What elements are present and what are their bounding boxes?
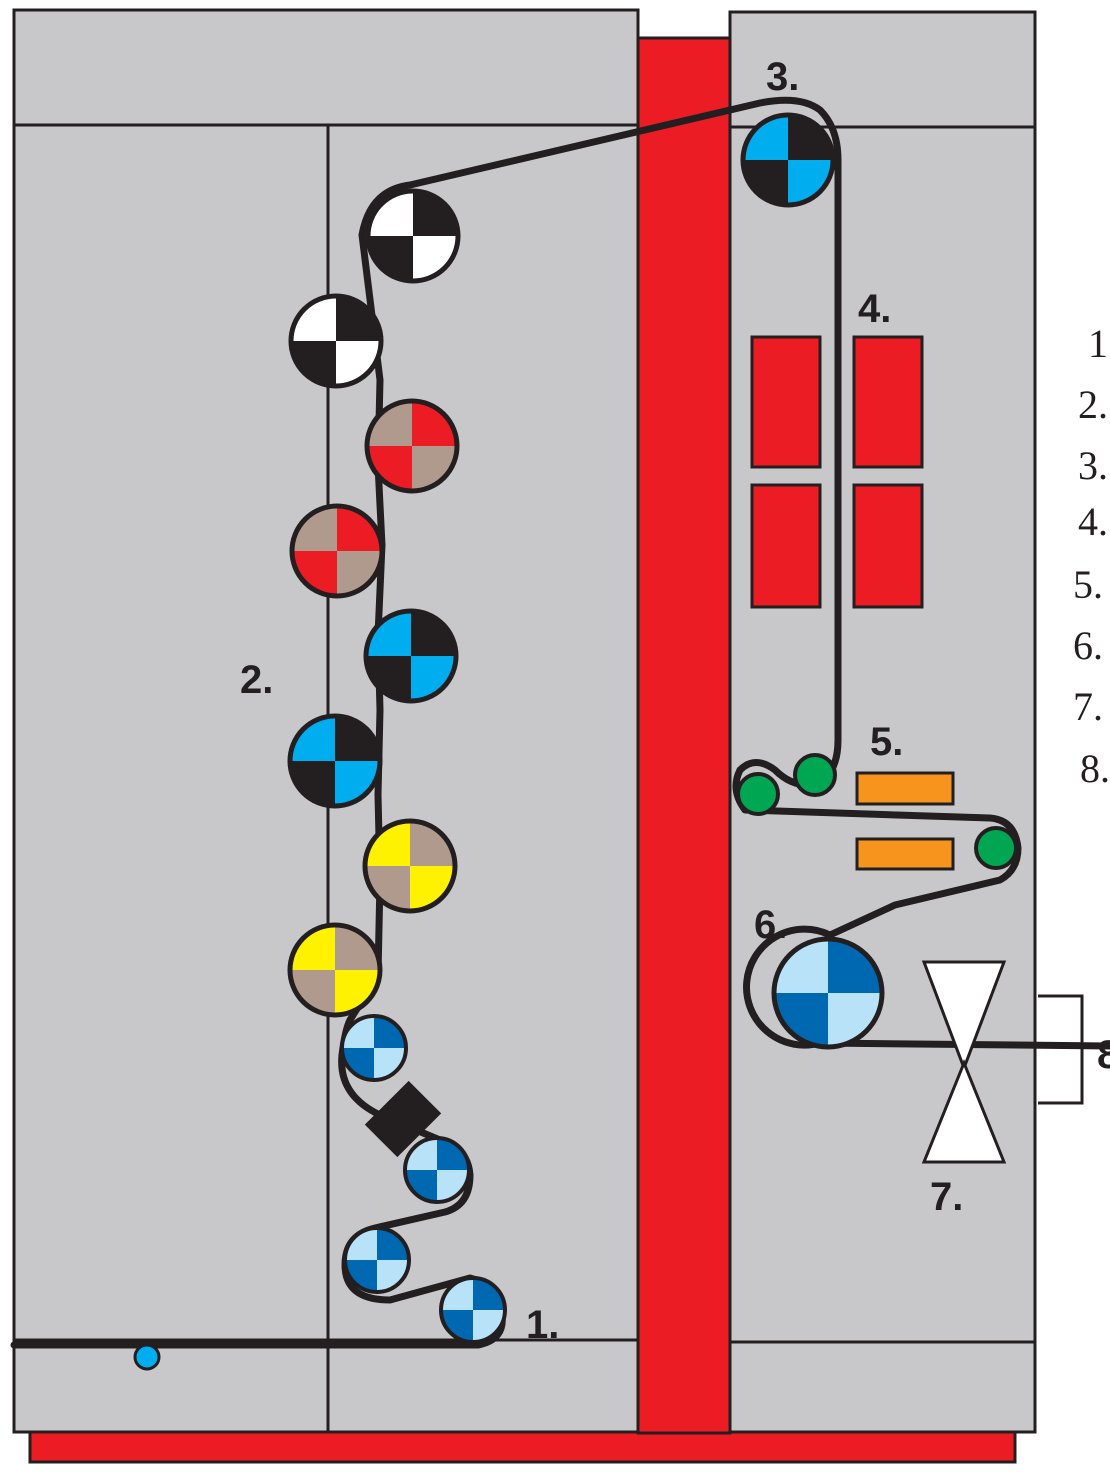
print-unit-yellow-2 bbox=[287, 922, 383, 1018]
legend-item-6: 6. bbox=[1073, 623, 1103, 668]
guide-roller-3 bbox=[974, 826, 1018, 870]
cooling-roller-6 bbox=[771, 936, 885, 1050]
callout-1: 1. bbox=[526, 1303, 559, 1347]
callout-4: 4. bbox=[858, 287, 891, 331]
print-unit-yellow-1 bbox=[362, 818, 458, 914]
dryer-box-bottom-right bbox=[852, 483, 924, 609]
web-tension-block bbox=[364, 1080, 442, 1158]
infeed-roller-3 bbox=[343, 1226, 411, 1294]
roller-group bbox=[287, 112, 1018, 1344]
reel-indicator-dot bbox=[133, 1343, 161, 1371]
legend-item-1: 1 bbox=[1088, 321, 1108, 366]
chill-plate-upper bbox=[855, 771, 955, 806]
legend-item-3: 3. bbox=[1078, 443, 1108, 488]
legend-item-5: 5. bbox=[1073, 562, 1103, 607]
output-bracket bbox=[1038, 994, 1084, 1105]
right-cabinet bbox=[728, 10, 1037, 1434]
callout-3: 3. bbox=[766, 55, 799, 99]
dryer-box-top-right bbox=[852, 335, 924, 469]
roller-6-wrap bbox=[743, 925, 832, 1049]
red-center-column bbox=[636, 36, 732, 1435]
callout-6: 6. bbox=[754, 903, 787, 947]
legend-item-7: 7. bbox=[1073, 684, 1103, 729]
infeed-roller-4 bbox=[439, 1276, 507, 1344]
legend-item-8: 8. bbox=[1080, 746, 1110, 791]
red-base-bar bbox=[28, 1426, 1017, 1464]
infeed-roller-1 bbox=[340, 1014, 408, 1082]
legend-item-2: 2. bbox=[1078, 382, 1108, 427]
guide-roller-1 bbox=[793, 753, 837, 797]
dryer-box-top-left bbox=[750, 335, 822, 469]
legend-item-4: 4. bbox=[1078, 499, 1108, 544]
guide-roller-2 bbox=[736, 772, 780, 816]
chill-plate-lower bbox=[855, 837, 955, 871]
callout-2: 2. bbox=[240, 658, 273, 702]
print-unit-black-2 bbox=[288, 293, 384, 389]
print-unit-cyan-2 bbox=[287, 713, 383, 809]
cutter-top-triangle bbox=[921, 960, 1007, 1073]
callout-8: 8 bbox=[1097, 1033, 1110, 1077]
infeed-roller-2 bbox=[403, 1136, 471, 1204]
callout-5: 5. bbox=[870, 720, 903, 764]
print-unit-magenta-2 bbox=[289, 503, 385, 599]
cutter-bottom-triangle bbox=[921, 1058, 1007, 1164]
print-unit-cyan-1 bbox=[363, 608, 459, 704]
dryer-box-bottom-left bbox=[750, 483, 822, 609]
print-unit-black-1 bbox=[365, 188, 461, 284]
print-unit-magenta-1 bbox=[364, 398, 460, 494]
turn-roller-3 bbox=[740, 112, 836, 208]
callout-7: 7. bbox=[930, 1175, 963, 1219]
